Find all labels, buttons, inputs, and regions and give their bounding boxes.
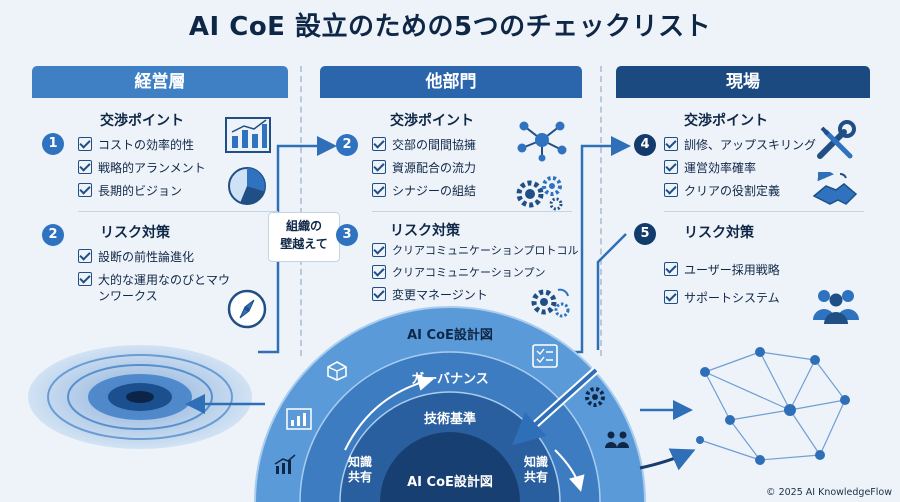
people-icon [605, 431, 629, 448]
knowledge-sharing-left: 知識共有 [347, 455, 372, 484]
checkbox-icon [372, 265, 386, 279]
page-title: AI CoE 設立のための5つのチェックリスト [188, 12, 712, 42]
step-number-2-negotiation: 2 [336, 134, 358, 156]
section-title-risk-management: リスク対策 [100, 225, 170, 241]
section-title-negotiation-field: 交渉ポイント [684, 113, 768, 129]
wrench-screwdriver-icon [817, 120, 856, 159]
checklist-item: 変更マネージント [372, 287, 488, 303]
step-number-1: 1 [42, 133, 64, 155]
diagram-core-label: AI CoE設計図 [407, 475, 493, 490]
knowledge-sharing-right: 知識共有 [523, 455, 548, 484]
section-title-negotiation-departments: 交渉ポイント [390, 113, 474, 129]
bar-chart-icon [225, 117, 271, 153]
checklist-item: 交部の間間協擁 [372, 137, 476, 153]
step-number-4: 4 [634, 134, 656, 156]
handshake-icon [812, 172, 858, 205]
copyright-footer: © 2025 AI KnowledgeFlow [766, 487, 892, 498]
column-header-field: 現場 [616, 66, 870, 98]
checklist-item: 資源配合の流力 [372, 160, 476, 176]
checkbox-icon [78, 183, 92, 197]
checklist-item: クリアの役割定義 [664, 183, 780, 199]
network-icon [517, 121, 567, 162]
step-number-5: 5 [634, 223, 656, 245]
checkbox-icon [78, 249, 92, 263]
step-number-2: 2 [42, 224, 64, 246]
growth-chart-icon [274, 454, 296, 474]
bar-chart-icon [286, 408, 312, 430]
column-header-other-departments: 他部門 [320, 66, 582, 98]
checklist-item: 設断の前性論進化 [78, 249, 194, 265]
checklist-item: クリアコミュニケーションプン [372, 265, 545, 281]
checkbox-icon [664, 290, 678, 304]
checkbox-icon [78, 160, 92, 174]
compass-icon [227, 289, 267, 329]
network-graph-icon [699, 351, 846, 461]
bridge-label: 組織の 壁越えて [268, 212, 340, 262]
gear-icon [585, 387, 605, 407]
checklist-item: ユーザー採用戦略 [664, 262, 780, 278]
checklist-item: 長期的ビジョン [78, 183, 182, 199]
cube-icon [327, 361, 347, 381]
checklist-item: 大的な運用なのびとマウンワークス [78, 272, 238, 304]
step-number-3: 3 [336, 224, 358, 246]
checklist-doc-icon [532, 344, 558, 368]
coe-rings [254, 306, 646, 502]
diagram-governance-label: ガーバナンス [411, 372, 489, 387]
checkbox-icon [664, 183, 678, 197]
checkbox-icon [372, 287, 386, 301]
people-group-icon [813, 290, 859, 324]
checklist-item: サポートシステム [664, 290, 780, 306]
checkbox-icon [664, 160, 678, 174]
checkbox-icon [372, 160, 386, 174]
checklist-item: シナジーの組結 [372, 183, 476, 199]
checkbox-icon [664, 137, 678, 151]
checklist-item: 運営効率確率 [664, 160, 756, 176]
column-header-management: 経営層 [32, 66, 288, 98]
checkbox-icon [664, 262, 678, 276]
gears-icon [531, 288, 570, 318]
section-title-negotiation-management: 交渉ポイント [100, 113, 184, 129]
checklist-item: コストの効率的性 [78, 137, 194, 153]
checklist-item: クリアコミュニケーションプロトコル [372, 243, 578, 259]
section-title-risk-field: リスク対策 [684, 225, 754, 241]
column-divider-left [300, 66, 302, 356]
pie-chart-icon [228, 167, 266, 205]
checkbox-icon [372, 243, 386, 257]
checklist-item: 戦略的アランメント [78, 160, 206, 176]
section-title-risk-departments: リスク対策 [390, 223, 460, 239]
checkbox-icon [372, 183, 386, 197]
checkbox-icon [78, 137, 92, 151]
column-divider-right [600, 66, 602, 356]
vortex-icon [28, 345, 252, 449]
checkbox-icon [78, 272, 92, 286]
diagram-outer-label: AI CoE設計図 [407, 328, 493, 343]
checklist-item: 訓修、アップスキリング [664, 137, 816, 153]
checkbox-icon [372, 137, 386, 151]
diagram-tech-standard-label: 技術基準 [423, 412, 476, 427]
gears-icon [516, 176, 563, 211]
